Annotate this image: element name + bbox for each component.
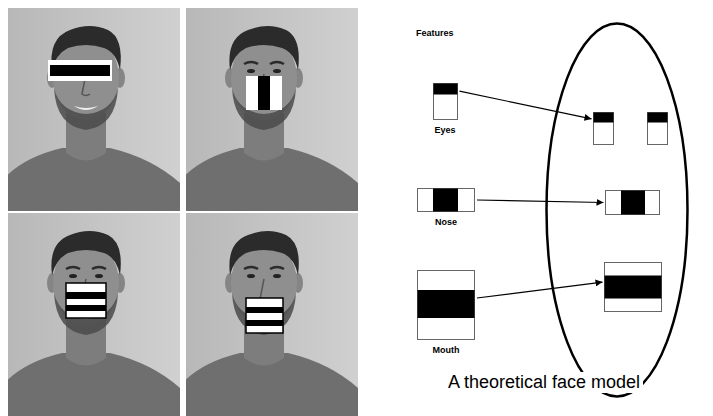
feature-label: Eyes [420, 125, 470, 135]
face-model-node: A theoretical face model [545, 22, 689, 398]
mouth-feature-symbol [417, 270, 475, 340]
feature-arrow [477, 282, 603, 298]
haar-eye-overlay [48, 60, 112, 81]
model-feature-symbol [648, 113, 668, 145]
eye-feature-symbol [433, 83, 458, 120]
model-feature-symbol [606, 191, 660, 215]
face-model-ellipse [545, 22, 689, 398]
model-feature-symbol [605, 263, 662, 312]
feature-label: Nose [412, 217, 480, 227]
nose-feature-symbol [417, 188, 475, 212]
model-feature-symbol [594, 113, 614, 145]
haar-mouth-overlay [246, 298, 283, 333]
feature-arrow [460, 91, 592, 119]
feature-node: Nose [412, 188, 480, 227]
feature-node: Mouth [412, 270, 480, 355]
feature-label: Mouth [412, 345, 480, 355]
section-label: Features [416, 28, 454, 38]
haar-nose-overlay [246, 76, 282, 110]
feature-node: Eyes [420, 83, 470, 135]
feature-arrow [477, 200, 604, 203]
model-caption: A theoretical face model [445, 372, 643, 393]
haar-lines-overlay [66, 283, 106, 318]
